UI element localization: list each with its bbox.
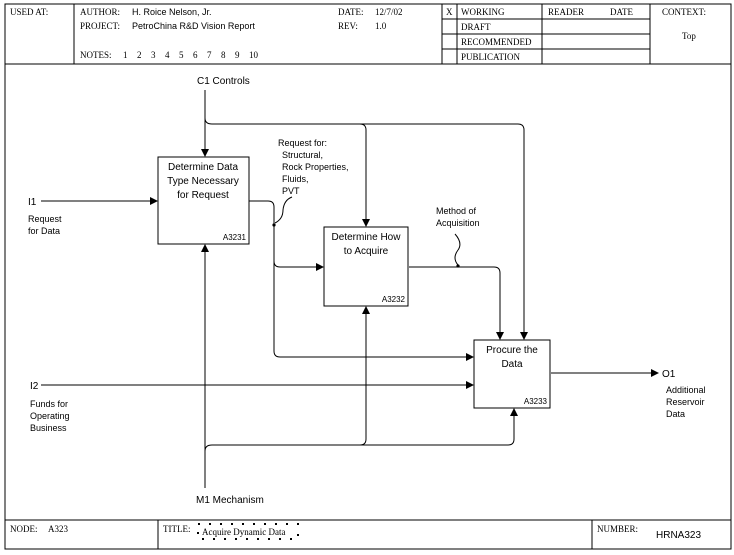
note-number: 2 bbox=[137, 50, 142, 60]
reader-date-label: DATE bbox=[610, 7, 633, 17]
box-title-line: Determine How bbox=[332, 232, 402, 243]
box-title-line: for Request bbox=[177, 190, 229, 201]
method-note-line: Method of bbox=[436, 206, 477, 216]
box-title-line: Procure the bbox=[486, 345, 538, 356]
number-label: NUMBER: bbox=[597, 524, 638, 534]
note-number: 7 bbox=[207, 50, 212, 60]
notes-label: NOTES: bbox=[80, 50, 112, 60]
box-title-line: Determine Data bbox=[168, 162, 238, 173]
note-number: 5 bbox=[179, 50, 184, 60]
author-label: AUTHOR: bbox=[80, 7, 120, 17]
o1-desc-line: Data bbox=[666, 409, 685, 419]
i2-desc-line: Business bbox=[30, 423, 67, 433]
i2-desc-line: Operating bbox=[30, 411, 70, 421]
i2-label: I2 bbox=[30, 381, 39, 392]
date-label: DATE: bbox=[338, 7, 364, 17]
controls-label: C1 Controls bbox=[197, 76, 250, 87]
note-number: 10 bbox=[249, 50, 259, 60]
request-note-line: Fluids, bbox=[282, 174, 309, 184]
status-working: WORKING bbox=[461, 7, 505, 17]
header-text: USED AT: AUTHOR: H. Roice Nelson, Jr. PR… bbox=[10, 7, 706, 62]
branch-dot bbox=[272, 223, 276, 227]
note-number: 1 bbox=[123, 50, 128, 60]
author-value: H. Roice Nelson, Jr. bbox=[132, 7, 212, 17]
o1-label: O1 bbox=[662, 369, 676, 380]
activity-box-a3231: Determine Data Type Necessary for Reques… bbox=[157, 156, 250, 245]
title-selection-box bbox=[197, 523, 299, 540]
o1-desc-line: Reservoir bbox=[666, 397, 705, 407]
request-note-line: Rock Properties, bbox=[282, 162, 349, 172]
diagram-labels: C1 Controls M1 Mechanism I1 Request for … bbox=[28, 76, 706, 506]
output-a3231-to-a3232 bbox=[249, 200, 324, 271]
box-title-line: to Acquire bbox=[344, 246, 389, 257]
control-arrow-a3233 bbox=[360, 123, 528, 340]
mechanism-arrow-a3232 bbox=[204, 306, 370, 452]
squiggle-method bbox=[454, 233, 461, 266]
title-label: TITLE: bbox=[163, 524, 191, 534]
activity-box-a3232: Determine How to Acquire A3232 bbox=[323, 226, 409, 307]
method-note-line: Acquisition bbox=[436, 218, 480, 228]
box-node-id: A3233 bbox=[524, 397, 548, 406]
number-value: HRNA323 bbox=[656, 530, 701, 541]
status-recommended: RECOMMENDED bbox=[461, 37, 532, 47]
project-label: PROJECT: bbox=[80, 21, 120, 31]
box-node-id: A3231 bbox=[223, 233, 247, 242]
title-value: Acquire Dynamic Data bbox=[202, 527, 285, 537]
node-label: NODE: bbox=[10, 524, 38, 534]
rev-value: 1.0 bbox=[375, 21, 387, 31]
header-frame bbox=[4, 3, 732, 550]
i1-label: I1 bbox=[28, 197, 37, 208]
date-value: 12/7/02 bbox=[375, 7, 403, 17]
request-note-line: Request for: bbox=[278, 138, 327, 148]
box-node-id: A3232 bbox=[382, 295, 406, 304]
note-number: 4 bbox=[165, 50, 170, 60]
status-draft: DRAFT bbox=[461, 22, 491, 32]
context-value: Top bbox=[682, 31, 696, 41]
i1-desc-line: Request bbox=[28, 214, 62, 224]
rev-label: REV: bbox=[338, 21, 358, 31]
arrows bbox=[41, 90, 659, 488]
i2-desc-line: Funds for bbox=[30, 399, 68, 409]
note-number: 9 bbox=[235, 50, 240, 60]
status-publication: PUBLICATION bbox=[461, 52, 521, 62]
reader-label: READER bbox=[548, 7, 584, 17]
mechanism-label: M1 Mechanism bbox=[196, 495, 264, 506]
box-title-line: Data bbox=[501, 359, 523, 370]
request-note-line: PVT bbox=[282, 186, 300, 196]
note-number: 6 bbox=[193, 50, 198, 60]
o1-desc-line: Additional bbox=[666, 385, 706, 395]
notes-numbers: 1 2 3 4 5 6 7 8 9 10 bbox=[123, 50, 259, 60]
squiggle-request bbox=[274, 196, 293, 224]
project-value: PetroChina R&D Vision Report bbox=[132, 21, 255, 31]
context-label: CONTEXT: bbox=[662, 7, 706, 17]
note-number: 3 bbox=[151, 50, 156, 60]
branch-dot bbox=[456, 264, 460, 268]
output-a3232-to-a3233 bbox=[409, 266, 504, 340]
mechanism-arrow-a3233 bbox=[360, 408, 518, 446]
box-title-line: Type Necessary bbox=[167, 176, 239, 187]
activity-box-a3233: Procure the Data A3233 bbox=[473, 339, 551, 409]
note-number: 8 bbox=[221, 50, 226, 60]
footer-frame: NODE: A323 TITLE: Acquire Dynamic Data N… bbox=[5, 519, 731, 549]
i1-desc-line: for Data bbox=[28, 226, 60, 236]
status-checkmark: X bbox=[446, 7, 453, 17]
request-note-line: Structural, bbox=[282, 150, 323, 160]
node-value: A323 bbox=[48, 524, 68, 534]
used-at-label: USED AT: bbox=[10, 7, 48, 17]
output-a3231-to-a3233 bbox=[273, 261, 474, 361]
